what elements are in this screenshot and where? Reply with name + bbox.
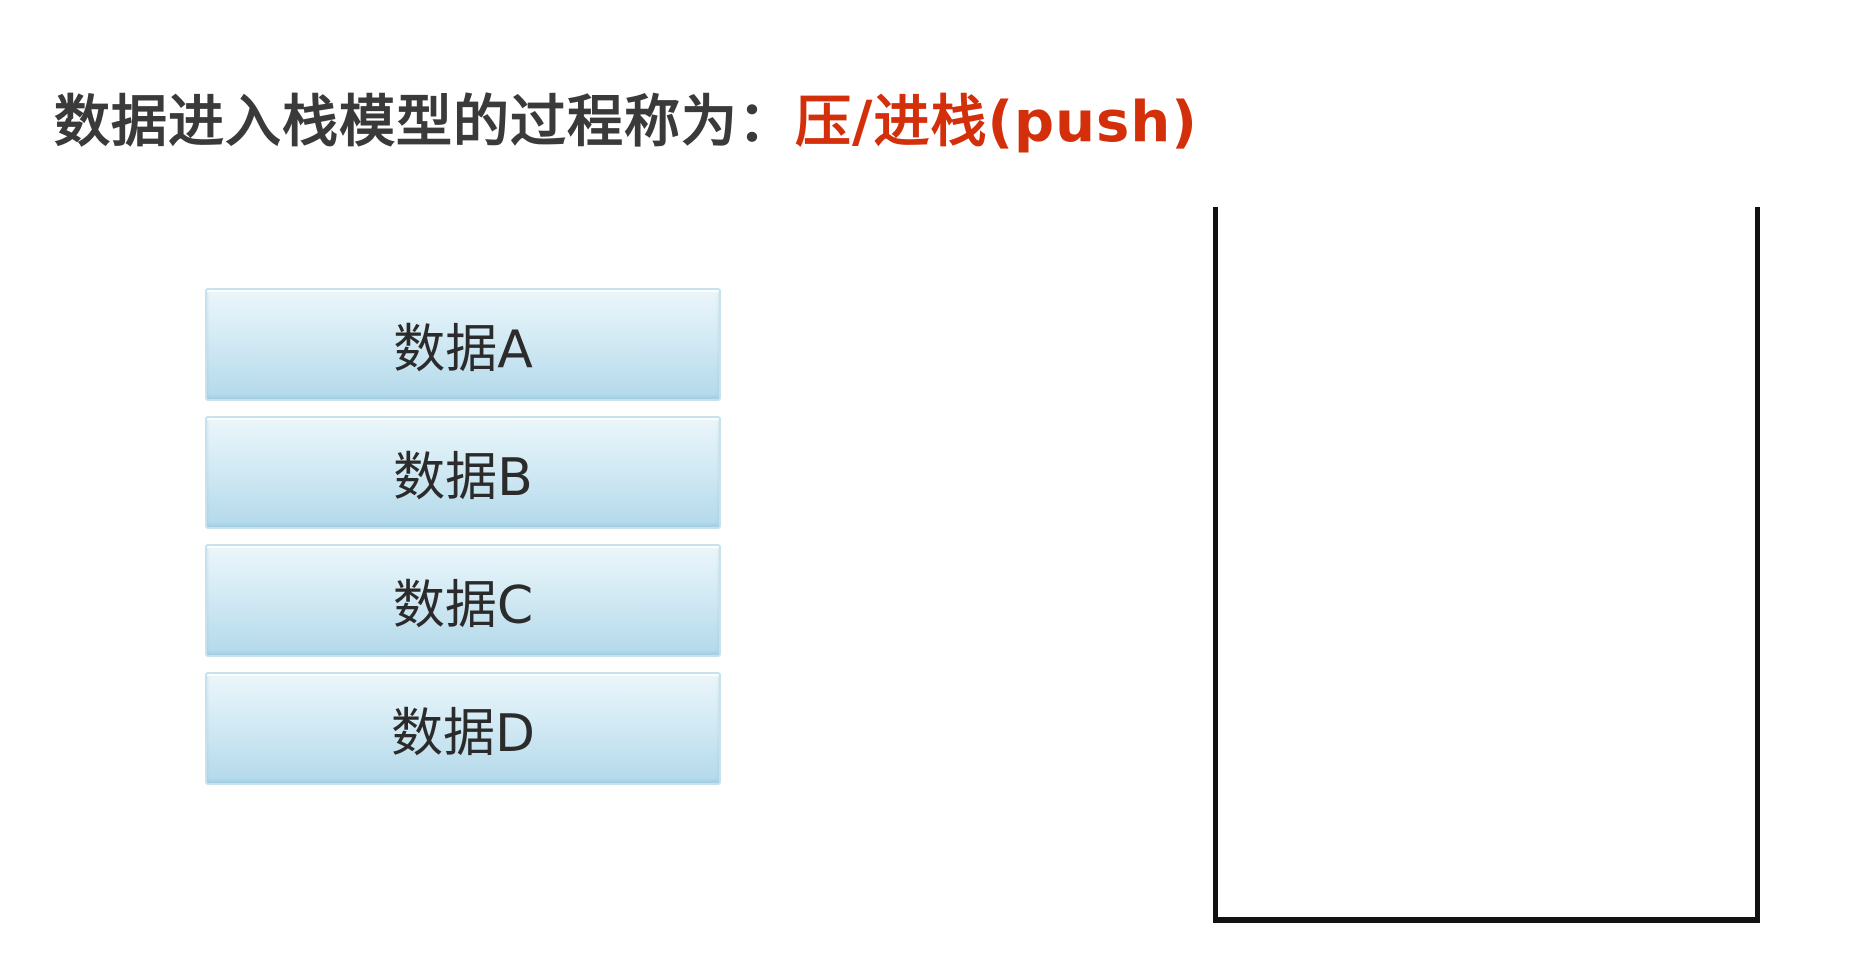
data-block-b: 数据B [205,416,721,529]
data-block-a: 数据A [205,288,721,401]
slide-title: 数据进入栈模型的过程称为：压/进栈(push) [54,82,1198,155]
title-main-text: 数据进入栈模型的过程称为： [54,89,795,155]
data-block-d: 数据D [205,672,721,785]
stack-container [1213,207,1760,923]
data-blocks: 数据A 数据B 数据C 数据D [205,288,721,800]
title-accent-text: 压/进栈(push) [795,89,1198,155]
data-block-c: 数据C [205,544,721,657]
